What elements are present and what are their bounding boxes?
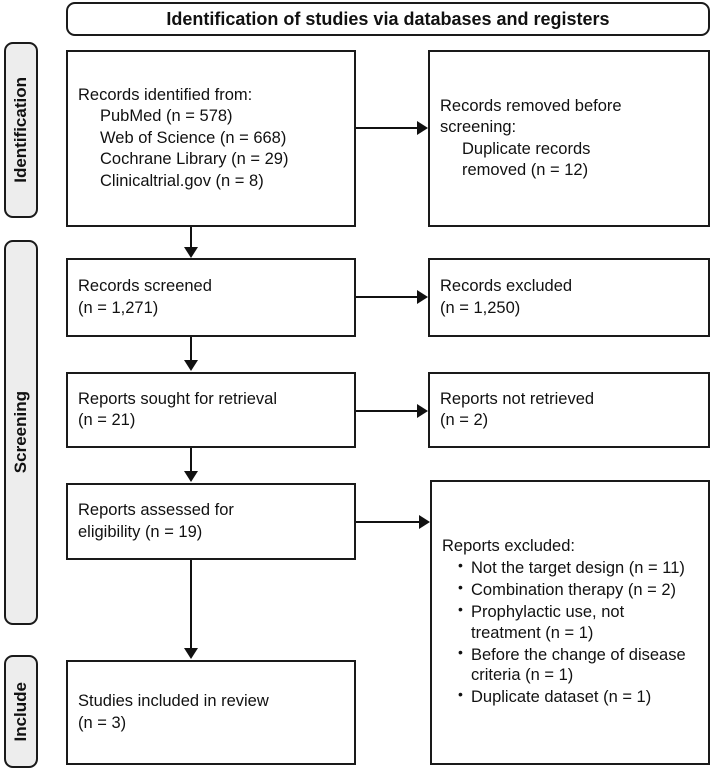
box-reports-not-retrieved: Reports not retrieved (n = 2) (428, 372, 710, 448)
source-web-of-science: Web of Science (n = 668) (100, 128, 287, 147)
reports-sought-label: Reports sought for retrieval (78, 389, 278, 408)
reports-not-retrieved-count: (n = 2) (440, 411, 489, 429)
records-screened-count: (n = 1,271) (78, 298, 159, 317)
arrow-sought-to-not-retrieved (417, 404, 428, 418)
diagram-title: Identification of studies via databases … (166, 8, 610, 29)
connector-assessed-to-included (190, 560, 192, 649)
arrow-screened-to-sought (184, 360, 198, 371)
exclusion-reason-item: Combination therapy (n = 2) (458, 579, 698, 601)
connector-screened-to-excluded (356, 296, 418, 298)
box-records-screened: Records screened (n = 1,271) (66, 258, 356, 337)
studies-included-label: Studies included in review (78, 692, 269, 711)
records-removed-line1: Records removed before (440, 96, 622, 115)
stage-label-include: Include (11, 681, 30, 742)
exclusion-reason-item: Before the change of disease criteria (n… (458, 644, 698, 687)
reports-assessed-line2: eligibility (n = 19) (78, 522, 203, 541)
duplicate-records-line: Duplicate records (462, 139, 591, 158)
reports-not-retrieved-label: Reports not retrieved (440, 389, 595, 408)
reports-sought-count: (n = 21) (78, 411, 136, 429)
connector-identified-to-removed (356, 127, 418, 129)
connector-assessed-to-reports-excluded (356, 521, 420, 523)
box-records-removed: Records removed before screening: Duplic… (428, 50, 710, 227)
box-studies-included: Studies included in review (n = 3) (66, 660, 356, 765)
box-reports-assessed: Reports assessed for eligibility (n = 19… (66, 483, 356, 560)
records-identified-heading: Records identified from: (78, 85, 253, 104)
exclusion-reason-item: Prophylactic use, not treatment (n = 1) (458, 601, 698, 644)
reports-assessed-line1: Reports assessed for (78, 501, 234, 520)
exclusion-reason-item: Duplicate dataset (n = 1) (458, 686, 698, 708)
arrow-identified-to-screened (184, 247, 198, 258)
records-excluded-label: Records excluded (440, 277, 573, 296)
connector-sought-to-not-retrieved (356, 410, 418, 412)
source-pubmed: PubMed (n = 578) (100, 107, 233, 126)
connector-identified-to-screened (190, 227, 192, 249)
records-screened-label: Records screened (78, 277, 212, 296)
arrow-identified-to-removed (417, 121, 428, 135)
exclusion-reason-item: Not the target design (n = 11) (458, 557, 698, 579)
stage-label-identification: Identification (11, 77, 30, 183)
diagram-title-box: Identification of studies via databases … (66, 2, 710, 36)
arrow-assessed-to-reports-excluded (419, 515, 430, 529)
stage-bar-include: Include (4, 655, 38, 768)
arrow-screened-to-excluded (417, 290, 428, 304)
stage-label-screening: Screening (11, 391, 30, 474)
box-records-excluded: Records excluded (n = 1,250) (428, 258, 710, 337)
reports-excluded-heading: Reports excluded: (442, 537, 575, 556)
stage-bar-identification: Identification (4, 42, 38, 218)
stage-bar-screening: Screening (4, 240, 38, 625)
duplicate-records-count: removed (n = 12) (462, 160, 589, 179)
box-records-identified: Records identified from: PubMed (n = 578… (66, 50, 356, 227)
records-removed-line2: screening: (440, 118, 517, 137)
source-clinicaltrial-gov: Clinicaltrial.gov (n = 8) (100, 171, 264, 190)
box-reports-sought: Reports sought for retrieval (n = 21) (66, 372, 356, 448)
connector-screened-to-sought (190, 337, 192, 361)
arrow-sought-to-assessed (184, 471, 198, 482)
arrow-assessed-to-included (184, 648, 198, 659)
reports-excluded-reason-list: Not the target design (n = 11) Combinati… (442, 557, 698, 708)
box-reports-excluded-reasons: Reports excluded: Not the target design … (430, 480, 710, 765)
studies-included-count: (n = 3) (78, 713, 127, 732)
connector-sought-to-assessed (190, 448, 192, 472)
source-cochrane-library: Cochrane Library (n = 29) (100, 150, 289, 169)
records-excluded-count: (n = 1,250) (440, 298, 521, 317)
